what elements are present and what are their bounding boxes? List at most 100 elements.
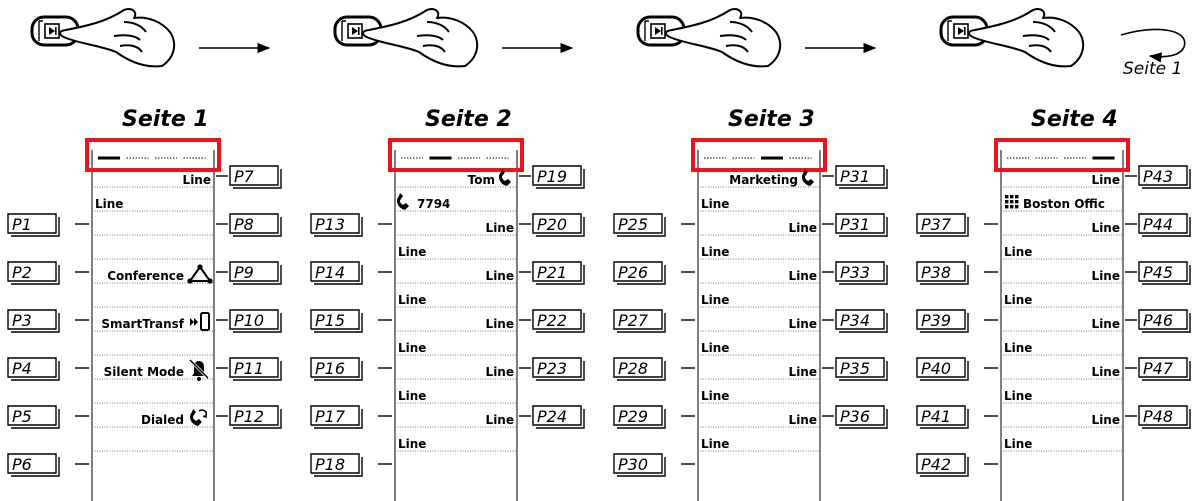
- right-key-P12: P12: [229, 405, 282, 429]
- hand-icon: [59, 8, 176, 68]
- display-cell: Line: [1092, 413, 1120, 427]
- key-label: P24: [537, 407, 567, 426]
- cell-label: Line: [701, 389, 729, 403]
- left-key-P17: P17: [310, 405, 363, 429]
- key-label: P6: [12, 455, 32, 474]
- key-label: P2: [12, 263, 32, 282]
- right-key-P8: P8: [229, 213, 282, 237]
- display-cell: Line: [1004, 341, 1032, 355]
- cell-label: Line: [1004, 245, 1032, 259]
- cell-label: Line: [1092, 365, 1120, 379]
- cell-label: Line: [398, 293, 426, 307]
- cell-label: Dialed: [141, 413, 184, 427]
- indicator-highlight: [388, 138, 524, 172]
- display-cell: Line: [398, 293, 426, 307]
- page-switch-icon: [38, 20, 60, 41]
- display-cell: Line: [1004, 293, 1032, 307]
- display-cell: Line: [701, 341, 729, 355]
- cell-label: Silent Mode: [104, 365, 184, 379]
- display-cell: SmartTransf: [101, 312, 210, 331]
- cell-label: Line: [398, 389, 426, 403]
- left-key-P13: P13: [310, 213, 363, 237]
- key-label: P27: [618, 311, 649, 330]
- hand-icon: [665, 8, 782, 68]
- cell-label: Line: [1092, 269, 1120, 283]
- cell-label: Line: [1004, 293, 1032, 307]
- display-cell: Line: [1004, 389, 1032, 403]
- display-cell: Line: [398, 437, 426, 451]
- key-label: P31: [840, 215, 870, 234]
- loop-back-arrow: [1120, 28, 1186, 63]
- display-cell: Line: [398, 245, 426, 259]
- page-key-press-1: [30, 8, 176, 68]
- right-key-P10: P10: [229, 309, 282, 333]
- key-label: P3: [12, 311, 32, 330]
- key-label: P14: [315, 263, 345, 282]
- left-key-P15: P15: [310, 309, 363, 333]
- cell-label: Line: [701, 293, 729, 307]
- display-cell: Silent Mode: [104, 358, 210, 381]
- cell-label: Line: [95, 197, 123, 211]
- left-key-P38: P38: [916, 261, 969, 285]
- left-key-P30: P30: [613, 453, 666, 477]
- page-switch-icon: [341, 20, 363, 41]
- right-key-P31: P31: [835, 165, 888, 189]
- right-key-P45: P45: [1138, 261, 1191, 285]
- right-key-P22: P22: [532, 309, 585, 333]
- right-key-P47: P47: [1138, 357, 1191, 381]
- right-key-P46: P46: [1138, 309, 1191, 333]
- display-cell: Line: [398, 389, 426, 403]
- left-key-P18: P18: [310, 453, 363, 477]
- display-cell: Line: [1092, 317, 1120, 331]
- key-label: P5: [12, 407, 32, 426]
- display-cell: Line: [1004, 245, 1032, 259]
- right-key-P21: P21: [532, 261, 585, 285]
- display-cell: Line: [1092, 173, 1120, 187]
- display-cell: Line: [1092, 365, 1120, 379]
- cell-label: Line: [486, 269, 514, 283]
- page-key-press-2: [333, 8, 479, 68]
- left-key-P26: P26: [613, 261, 666, 285]
- key-label: P40: [921, 359, 951, 378]
- display-cell: Line: [701, 245, 729, 259]
- cell-label: Line: [701, 197, 729, 211]
- handset-icon: [397, 193, 409, 210]
- display-cell: Line: [789, 269, 817, 283]
- left-key-P5: P5: [7, 405, 60, 429]
- cell-label: Line: [486, 365, 514, 379]
- cell-label: Line: [1092, 317, 1120, 331]
- cell-label: Line: [1092, 221, 1120, 235]
- key-label: P12: [234, 407, 264, 426]
- smart-transfer-icon: [190, 312, 210, 331]
- cell-label: Line: [398, 341, 426, 355]
- cell-label: Line: [789, 269, 817, 283]
- key-label: P7: [234, 167, 255, 186]
- key-label: P44: [1143, 215, 1173, 234]
- left-key-P39: P39: [916, 309, 969, 333]
- key-label: P26: [618, 263, 648, 282]
- cell-label: Line: [183, 173, 211, 187]
- key-label: P19: [537, 167, 567, 186]
- key-label: P37: [921, 215, 952, 234]
- right-key-P24: P24: [532, 405, 585, 429]
- right-key-P23: P23: [532, 357, 585, 381]
- right-key-P44: P44: [1138, 213, 1191, 237]
- key-label: P23: [537, 359, 567, 378]
- page-switch-icon: [644, 20, 666, 41]
- display-cell: Line: [789, 365, 817, 379]
- page-switch-icon: [947, 20, 969, 41]
- cell-label: Line: [701, 437, 729, 451]
- right-key-P33: P33: [835, 261, 888, 285]
- cell-label: SmartTransf: [101, 317, 184, 331]
- display-cell: Line: [789, 317, 817, 331]
- cell-label: Line: [398, 245, 426, 259]
- cell-label: Line: [789, 413, 817, 427]
- cell-label: Line: [1092, 173, 1120, 187]
- handset-icon: [802, 169, 814, 186]
- key-label: P30: [618, 455, 648, 474]
- display-cell: Line: [486, 269, 514, 283]
- right-key-P11: P11: [229, 357, 282, 381]
- key-label: P41: [921, 407, 951, 426]
- left-key-P37: P37: [916, 213, 969, 237]
- left-key-P2: P2: [7, 261, 60, 285]
